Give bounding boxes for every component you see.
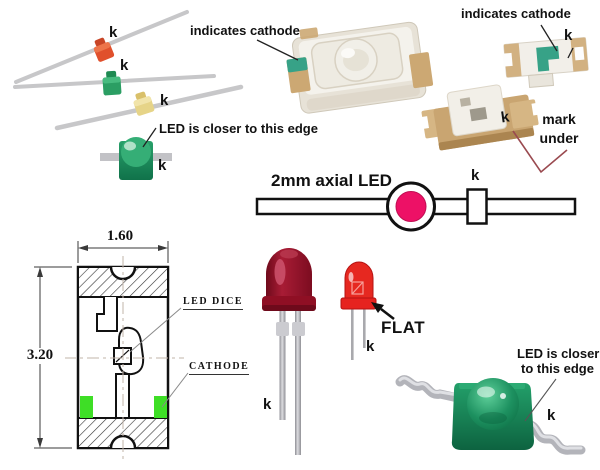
- led-3mm-red-flat: [340, 261, 377, 360]
- smd-led-mark-under: [419, 84, 542, 151]
- label-led-closer-bottom-2: to this edge: [521, 361, 594, 376]
- flat-arrow: [371, 302, 395, 320]
- label-k-3mm: k: [366, 338, 375, 355]
- mark-under-leader: [512, 130, 568, 174]
- smd-terminal: [409, 52, 434, 89]
- label-k-axial-orange: k: [109, 24, 118, 41]
- cathode-mark-green: [154, 396, 167, 418]
- label-k-gullwing: k: [547, 407, 556, 424]
- label-k-axial-green: k: [120, 57, 129, 74]
- label-cathode: CATHODE: [189, 361, 250, 375]
- lead-cathode: [363, 306, 366, 348]
- lead: [351, 306, 354, 360]
- leader-line: [540, 24, 558, 52]
- label-led-closer-top: LED is closer to this edge: [159, 121, 318, 136]
- axial-leds-photo: [13, 10, 244, 131]
- label-dim-width: 1.60: [106, 228, 134, 244]
- label-under: under: [539, 130, 579, 146]
- leader-line: [161, 372, 189, 408]
- gullwing-led-green: [395, 375, 586, 455]
- chip-terminal: [503, 43, 522, 78]
- smd-terminal-cathode: [509, 99, 539, 129]
- label-indicates-cathode-2: indicates cathode: [461, 6, 571, 21]
- label-k-submini: k: [158, 157, 167, 174]
- lead-cathode-short: [279, 308, 286, 420]
- label-k-axial-yellow: k: [160, 92, 169, 109]
- label-indicates-cathode-1: indicates cathode: [190, 23, 300, 38]
- label-mark: mark: [542, 111, 576, 127]
- axial-cathode-tab: [466, 188, 488, 225]
- label-led-closer-bottom-1: LED is closer: [517, 346, 600, 361]
- axial-led-2mm-diagram: [255, 181, 577, 232]
- package-drawing: [34, 241, 189, 461]
- gullwing-lead-left: [395, 375, 463, 403]
- leader-line: [129, 307, 182, 353]
- smd-chip-led: [502, 37, 589, 89]
- label-flat: FLAT: [381, 318, 426, 337]
- axial-led-yellow: [133, 91, 155, 116]
- label-2mm-axial-led: 2mm axial LED: [271, 171, 392, 190]
- cathode-mark-green: [80, 396, 93, 418]
- axial-die-pink: [395, 191, 427, 222]
- axial-led-green: [102, 70, 122, 96]
- leader-line: [142, 127, 157, 148]
- label-k-5mm: k: [263, 396, 272, 413]
- label-k-axial-diagram: k: [471, 167, 480, 184]
- smd-terminal: [299, 27, 319, 40]
- leader-line: [524, 378, 557, 422]
- lead-anode-long: [295, 308, 301, 455]
- dimension-arrows: [37, 245, 168, 448]
- leader-line: [256, 39, 299, 61]
- leader-line: [567, 47, 574, 59]
- submini-led-green: [100, 137, 172, 180]
- submini-lead-left: [100, 153, 122, 161]
- label-k-chip: k: [564, 27, 573, 44]
- led-5mm-red: [262, 248, 316, 455]
- cathode-mark: [536, 45, 560, 72]
- submini-lead-right: [150, 153, 172, 161]
- axial-led-orange: [93, 37, 115, 62]
- label-led-dice: LED DICE: [183, 296, 244, 310]
- electrode-step: [96, 297, 118, 332]
- label-dim-height: 3.20: [15, 347, 65, 364]
- led-flange-flat: [340, 297, 377, 310]
- smd-led-large: [286, 21, 434, 114]
- cathode-mark: [286, 57, 308, 73]
